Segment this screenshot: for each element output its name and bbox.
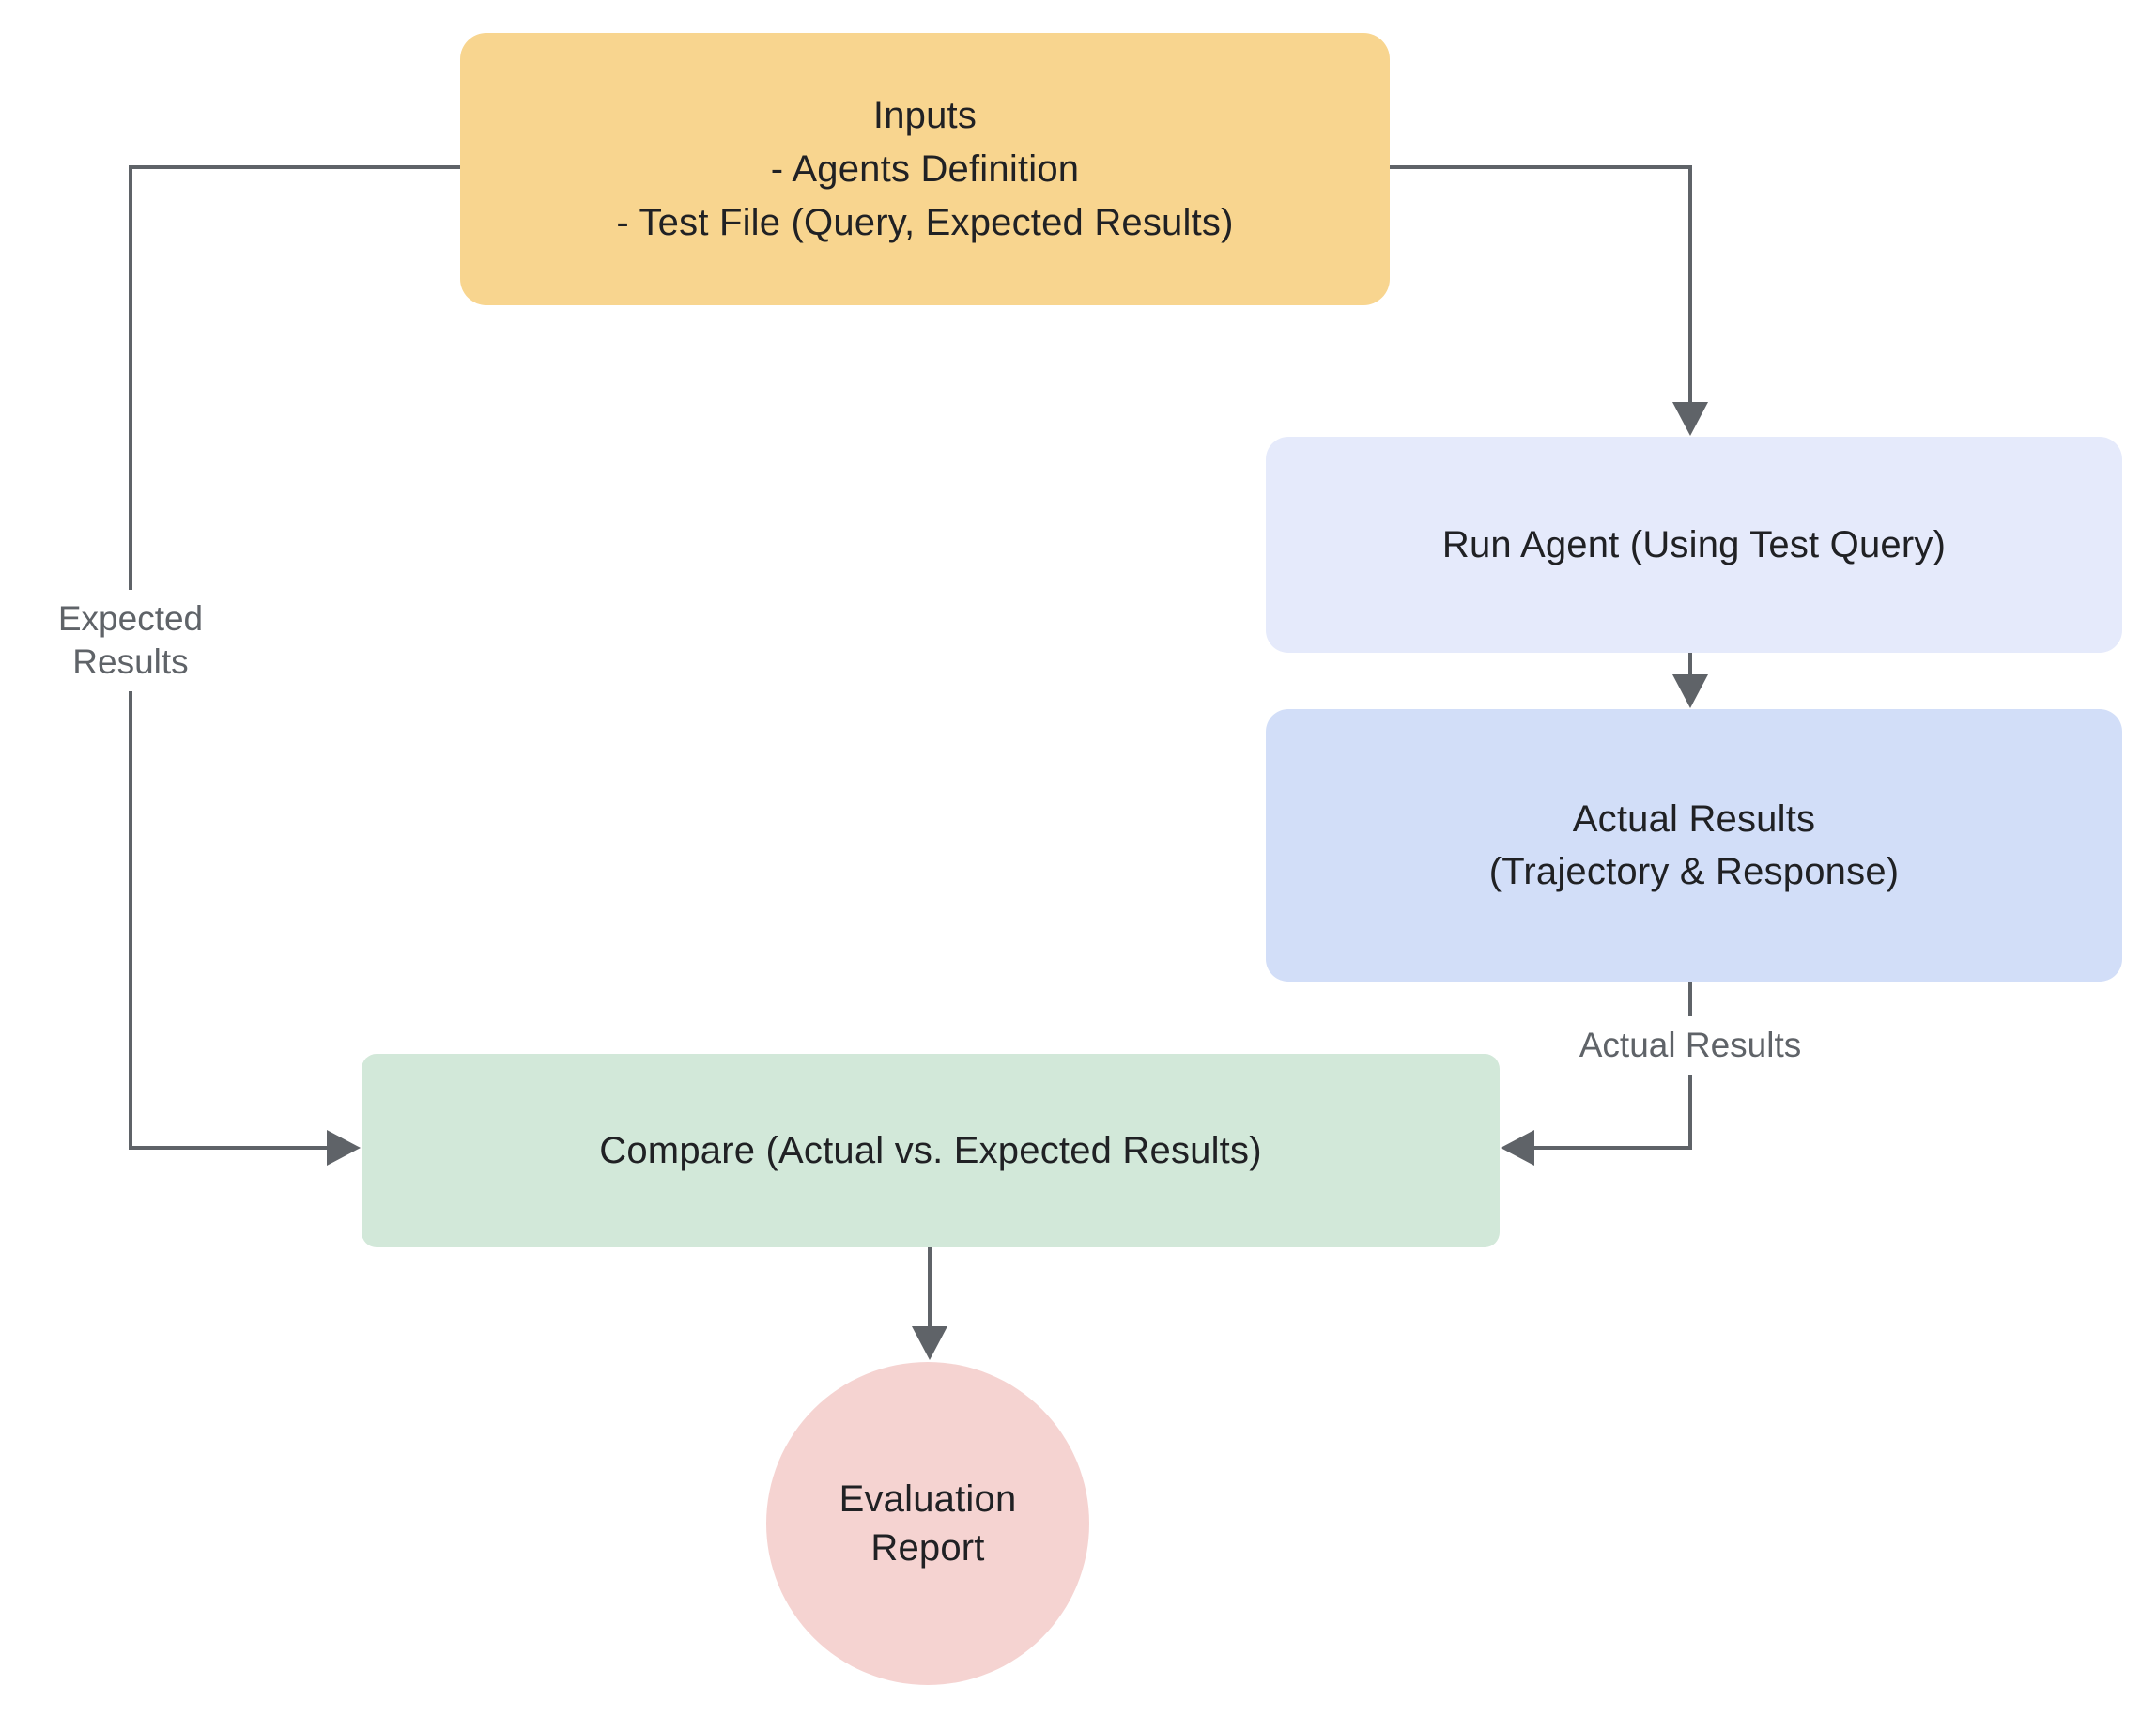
edge-run-agent-to-actual-results	[1672, 653, 1708, 708]
arrowhead-into-actual-results-top	[1672, 674, 1708, 708]
arrowhead-into-evaluation-report-top	[912, 1326, 947, 1360]
node-compare: Compare (Actual vs. Expected Results)	[362, 1054, 1500, 1247]
node-actual-results: Actual Results (Trajectory & Response)	[1266, 709, 2122, 982]
node-inputs: Inputs - Agents Definition - Test File (…	[460, 33, 1390, 305]
edge-label-expected-results: Expected Results	[45, 590, 216, 691]
arrowhead-into-compare-right	[1501, 1130, 1534, 1166]
node-actual-results-line-1: Actual Results	[1572, 798, 1816, 840]
node-run-agent: Run Agent (Using Test Query)	[1266, 437, 2122, 653]
node-evaluation-report: Evaluation Report	[766, 1362, 1089, 1685]
node-inputs-line-2: - Agents Definition	[770, 147, 1080, 190]
edge-label-actual-results: Actual Results	[1565, 1016, 1815, 1075]
node-actual-results-line-2: (Trajectory & Response)	[1488, 851, 1900, 892]
node-run-agent-line-1: Run Agent (Using Test Query)	[1441, 523, 1947, 565]
node-inputs-line-1: Inputs	[872, 94, 978, 136]
edge-inputs-to-run-agent-line	[1390, 165, 1692, 402]
node-inputs-line-3: - Test File (Query, Expected Results)	[616, 201, 1234, 243]
node-evaluation-report-line-1: Evaluation	[839, 1478, 1017, 1520]
edge-compare-to-evaluation-report	[912, 1247, 947, 1360]
arrowhead-into-compare-left	[327, 1130, 361, 1166]
node-evaluation-report-line-2: Report	[870, 1527, 985, 1569]
node-compare-line-1: Compare (Actual vs. Expected Results)	[599, 1129, 1262, 1171]
arrowhead-into-run-agent-top	[1672, 402, 1708, 436]
edge-inputs-to-run-agent	[1390, 165, 1708, 436]
